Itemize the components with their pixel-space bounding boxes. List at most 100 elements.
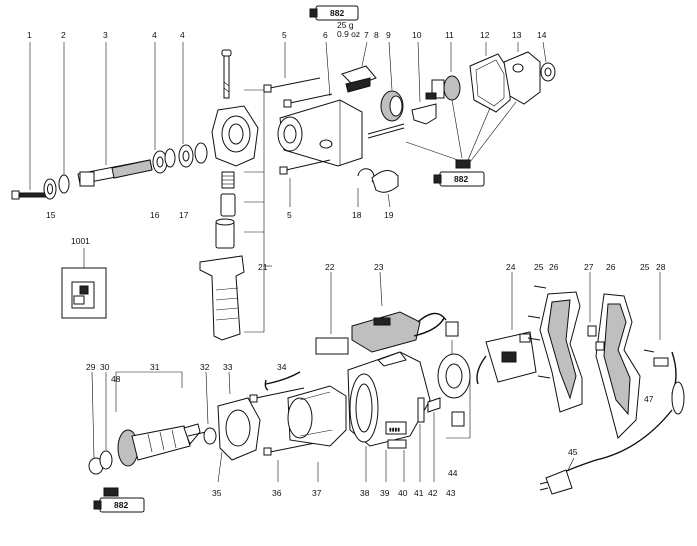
part-29-bearing — [88, 371, 104, 475]
part-labels: 1 2 3 4 4 5 6 7 8 9 10 11 12 13 14 15 16… — [27, 30, 666, 498]
part-31-armature — [115, 371, 207, 467]
label-15: 15 — [46, 210, 56, 220]
part-21-side-handle-assembly — [199, 49, 272, 341]
label-1: 1 — [27, 30, 32, 40]
label-27: 27 — [584, 262, 594, 272]
part-grease-tube-bottom: 882 — [93, 487, 145, 513]
part-28-cable-clamp — [653, 272, 669, 367]
label-10: 10 — [412, 30, 422, 40]
label-31: 31 — [150, 362, 160, 372]
label-25b: 25 — [640, 262, 650, 272]
part-16-bearing — [152, 42, 176, 174]
part-12-gasket — [467, 42, 511, 161]
part-30-ring — [99, 372, 113, 470]
part-41-spring — [417, 397, 425, 482]
label-5b: 5 — [287, 210, 292, 220]
label-9: 9 — [386, 30, 391, 40]
part-10-bracket — [405, 41, 459, 161]
part-17-bearing — [178, 42, 208, 168]
label-4a: 4 — [152, 30, 157, 40]
label-23: 23 — [374, 262, 384, 272]
part-34-wire-clip — [264, 371, 301, 391]
label-21: 21 — [258, 262, 268, 272]
part-6-gear-housing — [277, 41, 363, 167]
label-45: 45 — [568, 447, 578, 457]
label-33: 33 — [223, 362, 233, 372]
label-12: 12 — [480, 30, 490, 40]
label-4b: 4 — [180, 30, 185, 40]
part-pin-rod — [367, 123, 405, 139]
part-19-knob — [371, 170, 399, 208]
part-grease-tube-middle: 882 — [433, 159, 485, 187]
grease-tube-label-middle: 882 — [454, 174, 468, 184]
label-7: 7 — [364, 30, 369, 40]
label-38: 38 — [360, 488, 370, 498]
label-44: 44 — [448, 468, 458, 478]
label-36: 36 — [272, 488, 282, 498]
label-39: 39 — [380, 488, 390, 498]
part-43-brush-cap — [437, 321, 471, 439]
part-39-brush-holder: ▮▮▮▮ — [385, 421, 407, 482]
label-2: 2 — [61, 30, 66, 40]
part-8-grease-tube-top: 882 25 g 0.9 oz — [309, 5, 360, 39]
label-3: 3 — [103, 30, 108, 40]
label-1001: 1001 — [71, 236, 90, 246]
grease-amount-oz: 0.9 oz — [337, 29, 360, 39]
label-42: 42 — [428, 488, 438, 498]
label-29: 29 — [86, 362, 96, 372]
svg-text:▮▮▮▮: ▮▮▮▮ — [389, 427, 400, 433]
label-17: 17 — [179, 210, 189, 220]
label-47: 47 — [644, 394, 654, 404]
label-37: 37 — [312, 488, 322, 498]
part-18-circlip — [357, 168, 375, 207]
label-6: 6 — [323, 30, 328, 40]
label-24: 24 — [506, 262, 516, 272]
grease-tube-label-top: 882 — [330, 8, 344, 18]
label-25a: 25 — [534, 262, 544, 272]
part-14-nut — [540, 41, 556, 82]
label-19: 19 — [384, 210, 394, 220]
part-3-spindle — [77, 42, 153, 187]
label-14: 14 — [537, 30, 547, 40]
label-48: 48 — [111, 374, 121, 384]
label-22: 22 — [325, 262, 335, 272]
label-5a: 5 — [282, 30, 287, 40]
label-34: 34 — [277, 362, 287, 372]
label-43: 43 — [446, 488, 456, 498]
part-38-motor-housing — [347, 351, 431, 482]
part-37-stator — [249, 385, 347, 482]
part-1-screw — [11, 42, 49, 200]
part-7-cap — [341, 41, 377, 93]
part-24-electronics — [476, 272, 537, 385]
label-18: 18 — [352, 210, 362, 220]
part-33-baffle — [217, 371, 261, 483]
part-13-cover — [469, 42, 541, 163]
part-25-screws — [527, 285, 655, 379]
inset-1001 — [61, 248, 107, 319]
part-9-gear — [380, 41, 404, 122]
part-22-label-plate — [315, 272, 349, 355]
part-23-switch — [351, 271, 447, 353]
label-35: 35 — [212, 488, 222, 498]
part-42-clip — [427, 397, 441, 482]
part-2-ring — [58, 42, 70, 194]
label-28: 28 — [656, 262, 666, 272]
part-27-button — [587, 272, 597, 337]
label-16: 16 — [150, 210, 160, 220]
label-11: 11 — [445, 30, 454, 40]
part-26-handle-left — [539, 291, 583, 413]
grease-tube-label-bottom: 882 — [114, 500, 128, 510]
part-15-washer — [43, 178, 57, 200]
label-13: 13 — [512, 30, 522, 40]
label-41: 41 — [414, 488, 424, 498]
grease-amount: 25 g — [337, 20, 354, 30]
part-5-screws-upper — [263, 42, 333, 108]
part-26-handle-right — [595, 293, 641, 439]
label-26b: 26 — [606, 262, 616, 272]
part-47-cable — [559, 351, 685, 475]
part-32-bearing — [203, 371, 217, 445]
label-40: 40 — [398, 488, 408, 498]
part-11-clutch — [425, 42, 463, 159]
